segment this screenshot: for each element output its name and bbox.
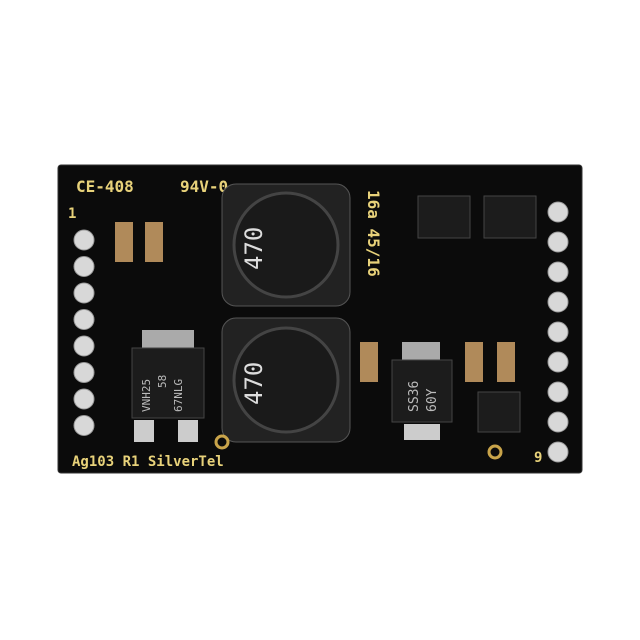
header-pin	[73, 309, 95, 330]
date-code-label: 16a 45/16	[364, 190, 383, 277]
header-pin	[73, 229, 95, 251]
inductor-marking: 470	[240, 362, 268, 405]
part-number-label: CE-408	[76, 177, 134, 196]
header-pin	[547, 201, 569, 223]
regulator-marking-3: 67NLG	[172, 379, 185, 412]
regulator-marking-1: VNH25	[140, 379, 153, 412]
inductor-marking: 470	[240, 227, 268, 270]
pin1-label: 1	[68, 206, 76, 222]
diode: SS36 60Y	[391, 342, 453, 440]
pin9-label: 9	[534, 450, 542, 466]
header-pin	[73, 362, 95, 383]
header-pin	[547, 441, 569, 463]
ic-chips	[417, 195, 537, 433]
left-pin-header	[73, 229, 95, 436]
regulator-marking-2: 58	[156, 375, 169, 388]
board-name-label: Ag103 R1 SilverTel	[72, 454, 224, 470]
right-pin-header	[547, 201, 569, 463]
diode-marking-1: SS36	[407, 381, 422, 412]
header-pin	[547, 321, 569, 343]
regulator-chip: VNH25 58 67NLG	[131, 330, 205, 442]
header-pin	[73, 388, 95, 410]
header-pin	[547, 381, 569, 403]
rating-label: 94V-0	[180, 177, 228, 196]
header-pin	[73, 415, 95, 436]
capacitors	[115, 222, 515, 382]
header-pin	[547, 261, 569, 283]
diode-marking-2: 60Y	[425, 388, 440, 412]
header-pin	[547, 351, 569, 373]
header-pin	[547, 231, 569, 253]
via	[214, 434, 230, 450]
inductor-top: 470	[221, 183, 351, 307]
via	[487, 444, 503, 460]
header-pin	[73, 335, 95, 357]
header-pin	[73, 282, 95, 304]
header-pin	[547, 291, 569, 313]
header-pin	[547, 411, 569, 433]
inductor-bottom: 470	[221, 317, 351, 443]
header-pin	[73, 256, 95, 277]
